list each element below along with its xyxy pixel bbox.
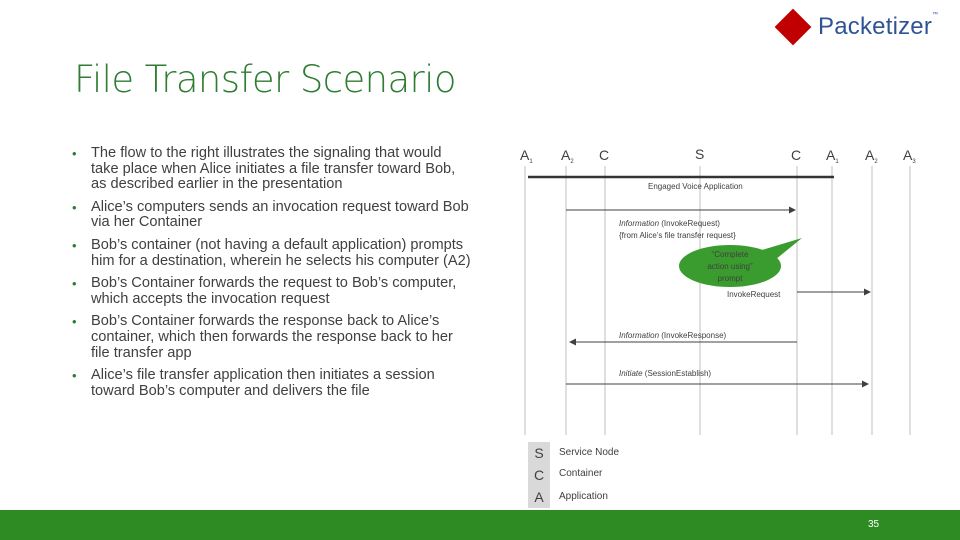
legend-text-container: Container (559, 468, 603, 479)
legend-key-a: A (534, 489, 544, 505)
lane-label-a1-left: A1 (520, 147, 533, 165)
logo-text: Packetizer (818, 13, 933, 40)
packetizer-logo: Packetizer ™ (774, 8, 938, 46)
bullet-icon: • (72, 146, 77, 161)
bullet-icon: • (72, 237, 77, 253)
lane-label-a1-right: A1 (826, 147, 839, 165)
lifelines (524, 166, 911, 435)
footer-bar (0, 510, 960, 540)
bullet-item: •Bob’s Container forwards the request to… (72, 275, 457, 307)
lane-label-a2-left: A2 (561, 147, 574, 165)
lane-label-a3-right: A3 (903, 147, 916, 165)
lane-label-c-left: C (599, 147, 609, 163)
legend-key-s: S (534, 445, 543, 461)
bullet-list: •The flow to the right illustrates the s… (72, 145, 472, 406)
legend-key-box-a (528, 486, 550, 508)
callout-line-2: action using” (707, 262, 753, 271)
label-info-response: Information (InvokeResponse) (619, 331, 727, 340)
legend-key-box-c (528, 464, 550, 486)
bullet-item: •Bob’s container (not having a default a… (72, 236, 471, 269)
legend-text-application: Application (559, 491, 608, 502)
bullet-icon: • (72, 199, 77, 215)
callout-line-1: “Complete (712, 250, 749, 259)
bullet-icon: • (72, 276, 77, 292)
engaged-voice-label: Engaged Voice Application (648, 182, 743, 191)
callout-line-3: prompt (718, 274, 744, 283)
lane-label-s: S (695, 146, 704, 162)
label-initiate: Initiate (SessionEstablish) (619, 369, 711, 378)
prompt-callout: “Complete action using” prompt (679, 238, 802, 287)
bullet-item: •Alice’s computers sends an invocation r… (72, 198, 469, 231)
label-info-request: Information (InvokeRequest) (619, 219, 720, 228)
bullet-item: •Alice’s file transfer application then … (72, 367, 435, 399)
bullet-icon: • (72, 368, 77, 384)
legend-text-service-node: Service Node (559, 447, 619, 458)
legend-key-box-s (528, 442, 550, 464)
label-invoke-request: InvokeRequest (727, 290, 781, 299)
legend-key-c: C (534, 467, 544, 483)
bullet-item: •The flow to the right illustrates the s… (72, 145, 456, 193)
page-number: 35 (868, 519, 880, 530)
label-info-request-note: {from Alice’s file transfer request} (619, 231, 736, 240)
lane-label-c-right: C (791, 147, 801, 163)
legend: S Service Node C Container A Application (528, 442, 619, 508)
slide-title: File Transfer Scenario (74, 58, 456, 101)
bullet-item: •Bob’s Container forwards the response b… (72, 313, 453, 361)
bullet-icon: • (72, 314, 77, 330)
logo-trademark: ™ (932, 12, 939, 18)
lane-label-a2-right: A2 (865, 147, 878, 165)
